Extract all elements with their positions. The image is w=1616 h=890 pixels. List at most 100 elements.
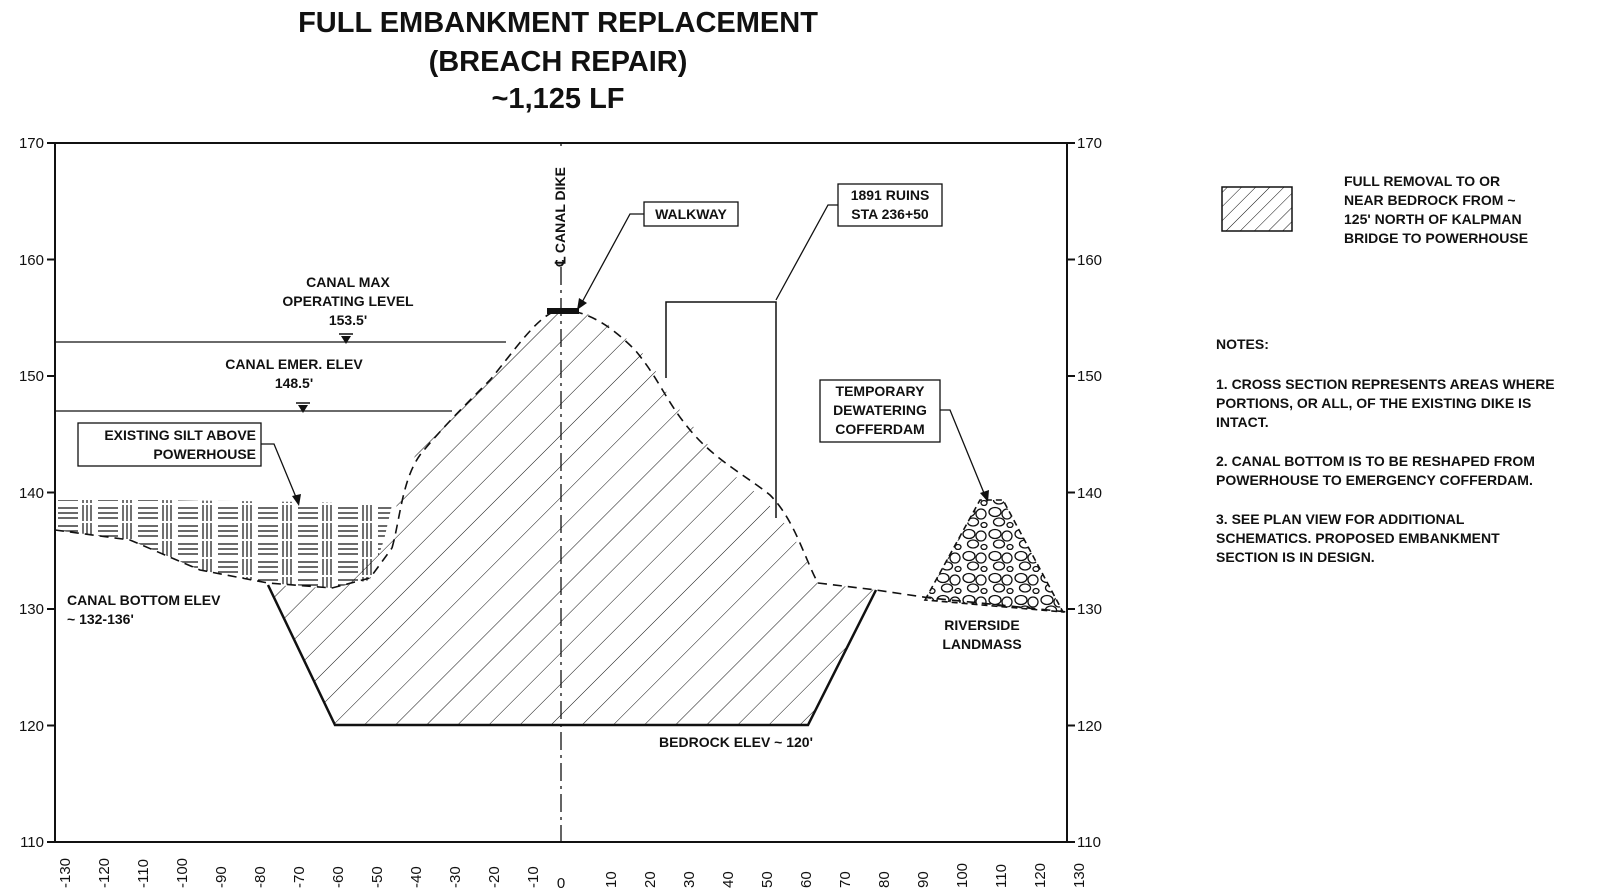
note-3-line-3: SECTION IS IN DESIGN. bbox=[1216, 549, 1375, 565]
silt-label-box bbox=[77, 422, 262, 467]
max-level-label-1: CANAL MAX bbox=[306, 274, 390, 290]
x-tick-label: -80 bbox=[252, 866, 269, 888]
existing-ground-line bbox=[55, 529, 393, 589]
y-tick-label: 150 bbox=[19, 368, 44, 385]
x-tick-label: 130 bbox=[1071, 863, 1088, 888]
x-tick-label: 110 bbox=[993, 864, 1010, 888]
emer-level-label-2: 148.5' bbox=[275, 375, 313, 391]
x-tick-label: 120 bbox=[1032, 863, 1049, 888]
ruins-label-line-1: 1891 RUINS bbox=[851, 187, 930, 203]
cofferdam-leader bbox=[940, 409, 987, 499]
x-tick-label: 90 bbox=[915, 871, 932, 888]
note-1-line-2: PORTIONS, OR ALL, OF THE EXISTING DIKE I… bbox=[1216, 395, 1531, 411]
y-tick-label: 130 bbox=[19, 601, 44, 618]
x-tick-label: 80 bbox=[876, 871, 893, 888]
x-tick-label: 40 bbox=[720, 871, 737, 888]
y-tick-label-right: 170 bbox=[1077, 135, 1102, 152]
cofferdam-arrow-icon bbox=[980, 490, 989, 502]
legend-text-4: BRIDGE TO POWERHOUSE bbox=[1344, 230, 1528, 246]
note-1-line-1: 1. CROSS SECTION REPRESENTS AREAS WHERE bbox=[1216, 376, 1555, 392]
max-level-label-2: OPERATING LEVEL bbox=[282, 293, 414, 309]
y-tick-label-right: 130 bbox=[1077, 601, 1102, 618]
riverside-label-2: LANDMASS bbox=[942, 636, 1021, 652]
x-tick-label: 20 bbox=[642, 871, 659, 888]
y-tick-label: 160 bbox=[19, 252, 44, 269]
walkway-bar bbox=[547, 308, 579, 314]
y-tick-label: 110 bbox=[20, 834, 44, 851]
existing-dike-profile bbox=[391, 309, 819, 584]
y-tick-label: 170 bbox=[19, 135, 44, 152]
silt-arrow-icon bbox=[292, 494, 301, 506]
x-tick-label: 70 bbox=[837, 871, 854, 888]
y-axis-left: 170 160 150 140 130 120 110 bbox=[19, 135, 44, 851]
cofferdam-rock-fill bbox=[923, 499, 1065, 613]
title-line-3: ~1,125 LF bbox=[492, 83, 625, 115]
cofferdam-label-line-1: TEMPORARY bbox=[836, 383, 926, 399]
x-tick-label: -40 bbox=[408, 866, 425, 888]
embankment-removal-area bbox=[268, 310, 876, 725]
x-tick-label: -70 bbox=[291, 866, 308, 888]
x-tick-label: -20 bbox=[486, 866, 503, 888]
x-tick-label: -130 bbox=[57, 858, 74, 888]
riverside-label-1: RIVERSIDE bbox=[944, 617, 1019, 633]
emer-level-marker-icon bbox=[298, 405, 308, 413]
note-3-line-2: SCHEMATICS. PROPOSED EMBANKMENT bbox=[1216, 530, 1500, 546]
walkway-leader bbox=[579, 213, 644, 307]
cofferdam-label-line-3: COFFERDAM bbox=[835, 421, 924, 437]
x-axis: -130 -120 -110 -100 -90 -80 -70 -60 -50 … bbox=[57, 858, 1088, 890]
x-tick-label: -90 bbox=[213, 866, 230, 888]
silt-label-line-2: POWERHOUSE bbox=[153, 446, 256, 462]
x-tick-label: 60 bbox=[798, 871, 815, 888]
x-tick-label: -100 bbox=[174, 858, 191, 888]
x-tick-label: -10 bbox=[525, 866, 542, 888]
centerline-label: ℄ CANAL DIKE bbox=[552, 167, 568, 267]
title-line-2: (BREACH REPAIR) bbox=[429, 46, 688, 78]
y-tick-label-right: 110 bbox=[1077, 834, 1101, 851]
ruins-leader bbox=[775, 204, 838, 301]
notes-heading: NOTES: bbox=[1216, 336, 1269, 352]
y-tick-label-right: 120 bbox=[1077, 718, 1102, 735]
y-tick-label: 120 bbox=[19, 718, 44, 735]
title-line-1: FULL EMBANKMENT REPLACEMENT bbox=[298, 7, 818, 39]
y-axis-right: 170 160 150 140 130 120 110 bbox=[1077, 135, 1102, 851]
y-tick-label-right: 150 bbox=[1077, 368, 1102, 385]
note-2-line-1: 2. CANAL BOTTOM IS TO BE RESHAPED FROM bbox=[1216, 453, 1535, 469]
x-tick-label: -30 bbox=[447, 866, 464, 888]
y-tick-label: 140 bbox=[19, 485, 44, 502]
x-tick-label: -60 bbox=[330, 866, 347, 888]
x-tick-label: -50 bbox=[369, 866, 386, 888]
tick-marks bbox=[47, 142, 1075, 843]
walkway-arrow-icon bbox=[577, 298, 587, 310]
note-2-line-2: POWERHOUSE TO EMERGENCY COFFERDAM. bbox=[1216, 472, 1533, 488]
legend-hatch-swatch bbox=[1221, 186, 1293, 232]
x-tick-label: 10 bbox=[603, 871, 620, 888]
x-tick-label: -120 bbox=[96, 858, 113, 888]
canal-bottom-label-1: CANAL BOTTOM ELEV bbox=[67, 592, 221, 608]
ruins-label-line-2: STA 236+50 bbox=[851, 206, 929, 222]
cofferdam-label-box bbox=[819, 379, 941, 443]
x-tick-label: 100 bbox=[954, 863, 971, 888]
bedrock-label: BEDROCK ELEV ~ 120' bbox=[659, 734, 813, 750]
excavation-outline bbox=[266, 584, 878, 727]
emer-level-label-1: CANAL EMER. ELEV bbox=[225, 356, 363, 372]
max-level-label-3: 153.5' bbox=[329, 312, 367, 328]
note-1-line-3: INTACT. bbox=[1216, 414, 1269, 430]
max-level-marker-icon bbox=[341, 336, 351, 344]
walkway-label-box bbox=[643, 201, 739, 227]
y-tick-label-right: 160 bbox=[1077, 252, 1102, 269]
silt-label-line-1: EXISTING SILT ABOVE bbox=[104, 427, 256, 443]
note-3-line-1: 3. SEE PLAN VIEW FOR ADDITIONAL bbox=[1216, 511, 1465, 527]
cofferdam-label-line-2: DEWATERING bbox=[833, 402, 927, 418]
silt-leader bbox=[261, 443, 299, 503]
legend-text-3: 125' NORTH OF KALPMAN bbox=[1344, 211, 1522, 227]
walkway-label: WALKWAY bbox=[655, 206, 727, 222]
legend-text-1: FULL REMOVAL TO OR bbox=[1344, 173, 1500, 189]
x-tick-label: -110 bbox=[135, 859, 152, 888]
ruins-outline bbox=[665, 301, 777, 518]
y-tick-label-right: 140 bbox=[1077, 485, 1102, 502]
centerline-label-bg bbox=[550, 146, 570, 264]
existing-silt-region bbox=[55, 500, 392, 588]
x-tick-label: 50 bbox=[759, 871, 776, 888]
canal-bottom-label-2: ~ 132-136' bbox=[67, 611, 134, 627]
